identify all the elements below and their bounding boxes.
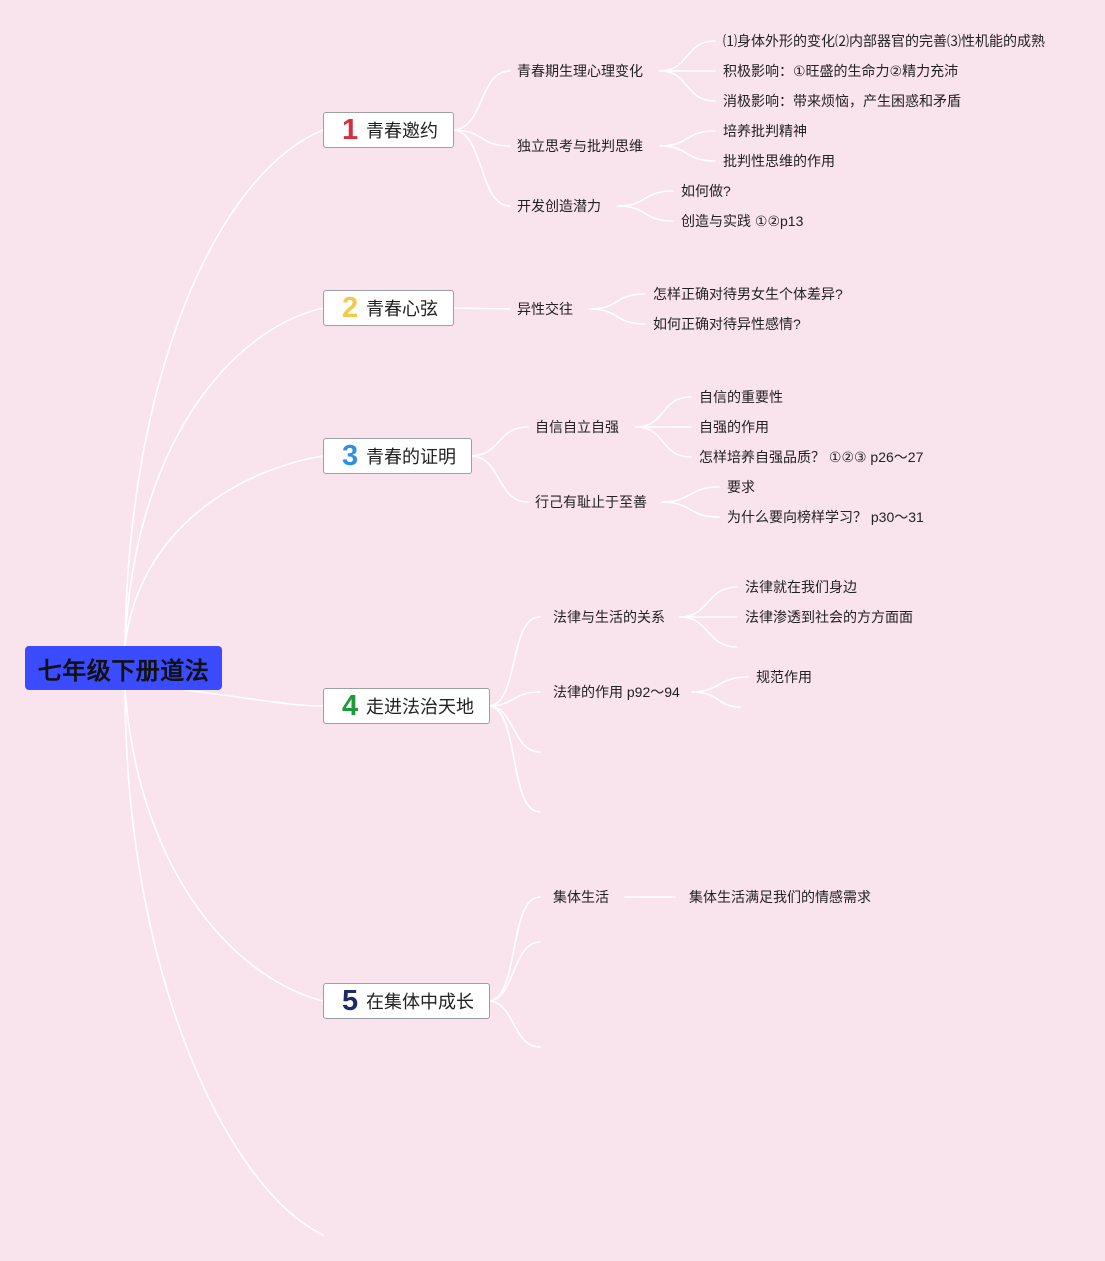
topic-b1-1[interactable]: 青春期生理心理变化	[517, 63, 643, 79]
topic-b4-2[interactable]: 法律的作用 p92～94	[553, 684, 680, 700]
topic-b1-3[interactable]: 开发创造潜力	[517, 198, 601, 214]
subtopic-b1-1-2[interactable]: 积极影响：①旺盛的生命力②精力充沛	[723, 63, 959, 79]
branch-node-3[interactable]: 3 青春的证明	[323, 438, 472, 474]
connector-root-branch-2	[124, 307, 324, 647]
connector-b4-t1-child-1	[679, 586, 738, 618]
connector-b1-topic-1	[451, 70, 511, 131]
topic-b3-2[interactable]: 行己有耻止于至善	[535, 494, 647, 510]
connector-root-branch-1	[124, 129, 324, 647]
subtopic-b5-1-1[interactable]: 集体生活满足我们的情感需求	[689, 889, 871, 905]
subtopic-b1-2-2[interactable]: 批判性思维的作用	[723, 153, 835, 169]
branch-number-3: 3	[342, 440, 359, 472]
connector-b5-empty-topic-2	[487, 941, 541, 1002]
subtopic-b4-1-2[interactable]: 法律渗透到社会的方方面面	[745, 609, 913, 625]
branch-node-4[interactable]: 4 走进法治天地	[323, 688, 490, 724]
connector-b5-topic-1	[487, 896, 541, 1002]
connector-b4-empty-topic-4	[487, 705, 541, 813]
connector-b5-empty-topic-3	[487, 1000, 541, 1048]
connector-b1-t1-child-3	[659, 70, 716, 102]
subtopic-b2-1-1[interactable]: 怎样正确对待男女生个体差异?	[653, 286, 843, 302]
connector-root-branch-5	[124, 689, 324, 1002]
connector-b2-t1-child-2	[589, 308, 646, 325]
subtopic-b2-1-2[interactable]: 如何正确对待异性感情?	[653, 316, 801, 332]
root-node[interactable]: 七年级下册道法	[25, 646, 222, 690]
branch-title-5: 在集体中成长	[366, 992, 474, 1012]
branch-number-1: 1	[342, 114, 359, 146]
subtopic-b1-3-1[interactable]: 如何做?	[681, 183, 731, 199]
connector-b1-topic-2	[451, 129, 511, 147]
subtopic-b1-1-1[interactable]: ⑴身体外形的变化⑵内部器官的完善⑶性机能的成熟	[723, 33, 1045, 49]
branch-number-4: 4	[342, 690, 359, 722]
connector-b3-t1-child-1	[635, 396, 692, 428]
branch-number-2: 2	[342, 292, 359, 324]
connector-root-branch-4	[184, 689, 324, 707]
topic-b1-2[interactable]: 独立思考与批判思维	[517, 138, 643, 154]
connector-b1-t2-child-1	[659, 130, 716, 147]
topic-b4-1[interactable]: 法律与生活的关系	[553, 609, 665, 625]
branch-node-2[interactable]: 2 青春心弦	[323, 290, 454, 326]
connector-b3-topic-1	[469, 426, 529, 457]
connector-root-empty-branch	[124, 689, 324, 1236]
connector-b3-t1-child-3	[635, 426, 692, 458]
connector-b1-t2-child-2	[659, 145, 716, 162]
branch-number-5: 5	[342, 985, 359, 1017]
topic-b3-1[interactable]: 自信自立自强	[535, 419, 619, 435]
subtopic-b3-1-1[interactable]: 自信的重要性	[699, 389, 783, 405]
connector-b4-topic-1	[487, 616, 541, 707]
connector-b2-t1-child-1	[589, 293, 646, 310]
branch-title-4: 走进法治天地	[366, 697, 474, 717]
connector-b4-t2-child-1	[691, 676, 749, 693]
connector-b1-t3-child-2	[617, 205, 674, 222]
topic-b5-1[interactable]: 集体生活	[553, 889, 609, 905]
subtopic-b1-3-2[interactable]: 创造与实践 ①②p13	[681, 213, 804, 229]
subtopic-b3-1-3[interactable]: 怎样培养自强品质？ ①②③ p26～27	[699, 449, 924, 465]
connector-b2-topic-1	[451, 307, 511, 310]
subtopic-b1-1-3[interactable]: 消极影响：带来烦恼，产生困惑和矛盾	[723, 93, 961, 109]
connector-b1-t1-child-1	[659, 40, 716, 72]
branch-node-5[interactable]: 5 在集体中成长	[323, 983, 490, 1019]
subtopic-b3-1-2[interactable]: 自强的作用	[699, 419, 769, 435]
branch-title-1: 青春邀约	[366, 121, 438, 141]
subtopic-b4-2-1[interactable]: 规范作用	[756, 669, 812, 685]
subtopic-b3-2-2[interactable]: 为什么要向榜样学习？ p30～31	[727, 509, 924, 525]
connector-b4-t2-empty-child-2	[691, 691, 741, 708]
connector-b3-topic-2	[469, 455, 529, 503]
subtopic-b1-2-1[interactable]: 培养批判精神	[723, 123, 807, 139]
topic-b2-1[interactable]: 异性交往	[517, 301, 573, 317]
connector-b3-t2-child-1	[661, 486, 720, 503]
branch-title-3: 青春的证明	[366, 447, 456, 467]
connector-b1-topic-3	[451, 129, 511, 207]
connector-root-branch-3	[124, 455, 324, 647]
connector-b4-empty-topic-3	[487, 705, 541, 753]
connector-b1-t3-child-1	[617, 190, 674, 207]
branch-title-2: 青春心弦	[366, 299, 438, 319]
connector-b4-t1-empty-child-3	[679, 616, 738, 648]
subtopic-b4-1-1[interactable]: 法律就在我们身边	[745, 579, 857, 595]
subtopic-b3-2-1[interactable]: 要求	[727, 479, 755, 495]
branch-node-1[interactable]: 1 青春邀约	[323, 112, 454, 148]
connector-b3-t2-child-2	[661, 501, 720, 518]
connector-b4-topic-2	[487, 691, 541, 707]
